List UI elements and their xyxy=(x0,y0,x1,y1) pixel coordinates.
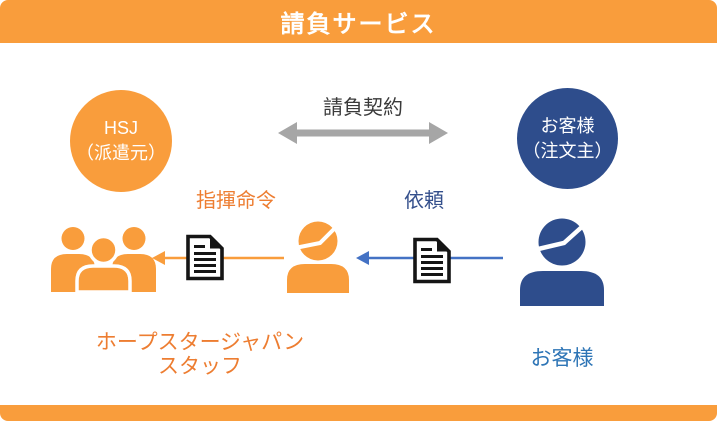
contract-arrow-label: 請負契約 xyxy=(323,97,403,119)
hsj-circle-line2: （派遣元） xyxy=(76,143,166,163)
customer-circle: お客様 （注文主） xyxy=(517,88,618,189)
request-label: 依頼 xyxy=(404,190,444,212)
hsj-circle: HSJ （派遣元） xyxy=(70,90,172,192)
page-title: 請負サービス xyxy=(280,11,437,38)
staff-label-line2: スタッフ xyxy=(158,355,242,378)
staff-label-line1: ホープスタージャパン xyxy=(95,331,305,354)
command-document-icon xyxy=(186,234,224,281)
customer-circle-line1: お客様 xyxy=(540,115,595,136)
command-label: 指揮命令 xyxy=(196,190,276,212)
customer-person-icon xyxy=(520,218,604,306)
staff-label: ホープスタージャパン スタッフ xyxy=(85,331,315,379)
staff-group-icon xyxy=(51,227,156,292)
hsj-circle-line1: HSJ xyxy=(103,118,138,138)
title-banner: 請負サービス xyxy=(0,0,717,43)
customer-label: お客様 xyxy=(530,347,594,370)
customer-circle-line2: （注文主） xyxy=(522,140,613,161)
double-headed-arrow-icon xyxy=(278,122,448,144)
worker-person-icon xyxy=(287,221,349,293)
footer-bar xyxy=(0,405,717,421)
request-document-icon xyxy=(413,237,451,284)
